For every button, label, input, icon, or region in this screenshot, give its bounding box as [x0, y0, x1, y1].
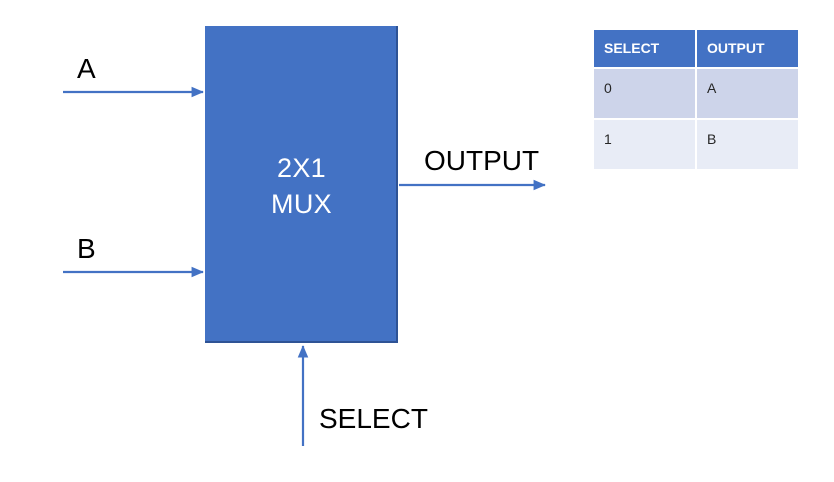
truth-table-cell-output: A: [697, 69, 798, 118]
truth-table-header-row: SELECT OUTPUT: [594, 30, 798, 67]
mux-block-label: 2X1 MUX: [271, 153, 332, 219]
output-label: OUTPUT: [424, 145, 540, 176]
truth-table-cell-select: 0: [594, 69, 695, 118]
select-label: SELECT: [319, 403, 428, 434]
truth-table-header-select: SELECT: [594, 30, 695, 67]
table-row: 1 B: [594, 120, 798, 169]
table-row: 0 A: [594, 69, 798, 118]
truth-table: SELECT OUTPUT 0 A 1 B: [592, 28, 800, 171]
truth-table-body: 0 A 1 B: [594, 69, 798, 169]
input-b-label: B: [77, 233, 96, 264]
truth-table-header-output: OUTPUT: [697, 30, 798, 67]
truth-table-cell-select: 1: [594, 120, 695, 169]
truth-table-head: SELECT OUTPUT: [594, 30, 798, 67]
input-a-label: A: [77, 53, 96, 84]
mux-block: 2X1 MUX: [205, 26, 398, 343]
truth-table-cell-output: B: [697, 120, 798, 169]
